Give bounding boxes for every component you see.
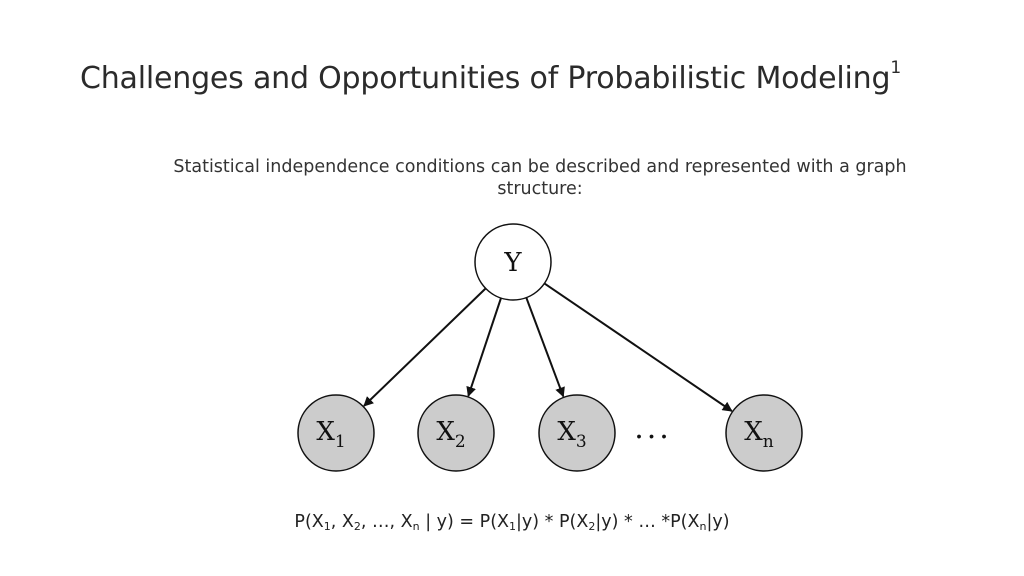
formula-text: , X [330, 512, 354, 532]
graph-nodes: Y X1 X2 X3 Xn [297, 223, 803, 472]
edge-y-to-xn [543, 282, 733, 412]
node-x2: X2 [417, 394, 495, 472]
formula-text: |y) * P(X [516, 512, 589, 532]
ellipsis-label: ... [634, 411, 672, 446]
formula-subscript: 1 [323, 520, 331, 533]
likelihood-formula: P(X1, X2, …, Xn | y) = P(X1|y) * P(X2|y)… [0, 512, 1024, 533]
formula-text: |y) * … *P(X [595, 512, 700, 532]
edge-y-to-x1 [363, 287, 487, 407]
node-x1: X1 [297, 394, 375, 472]
naive-bayes-graph: Y X1 X2 X3 Xn ... [297, 223, 803, 472]
subtitle-text: Statistical independence conditions can … [173, 157, 907, 199]
node-y: Y [474, 223, 552, 301]
formula-text: | y) = P(X [419, 512, 510, 532]
node-x2-circle [417, 394, 495, 472]
formula-text: |y) [706, 512, 730, 532]
edge-y-to-x2 [466, 297, 502, 397]
node-xn: Xn [725, 394, 803, 472]
node-x3: X3 [538, 394, 616, 472]
graph-edges [363, 282, 733, 412]
formula-subscript: 2 [353, 520, 361, 533]
node-x3-circle [538, 394, 616, 472]
title-footnote-marker: 1 [890, 58, 901, 78]
formula-subscript: n [699, 520, 707, 533]
node-xn-circle [725, 394, 803, 472]
slide-title: Challenges and Opportunities of Probabil… [80, 60, 901, 97]
node-x1-circle [297, 394, 375, 472]
node-y-circle [474, 223, 552, 301]
formula-subscript: 1 [509, 520, 517, 533]
formula-text: , …, X [360, 512, 413, 532]
title-text: Challenges and Opportunities of Probabil… [80, 61, 891, 96]
edge-y-to-x3 [525, 297, 565, 398]
formula-subscript: 2 [588, 520, 596, 533]
formula-subscript: n [412, 520, 420, 533]
node-y-label: Y [503, 248, 522, 278]
formula-text: P(X [294, 512, 324, 532]
